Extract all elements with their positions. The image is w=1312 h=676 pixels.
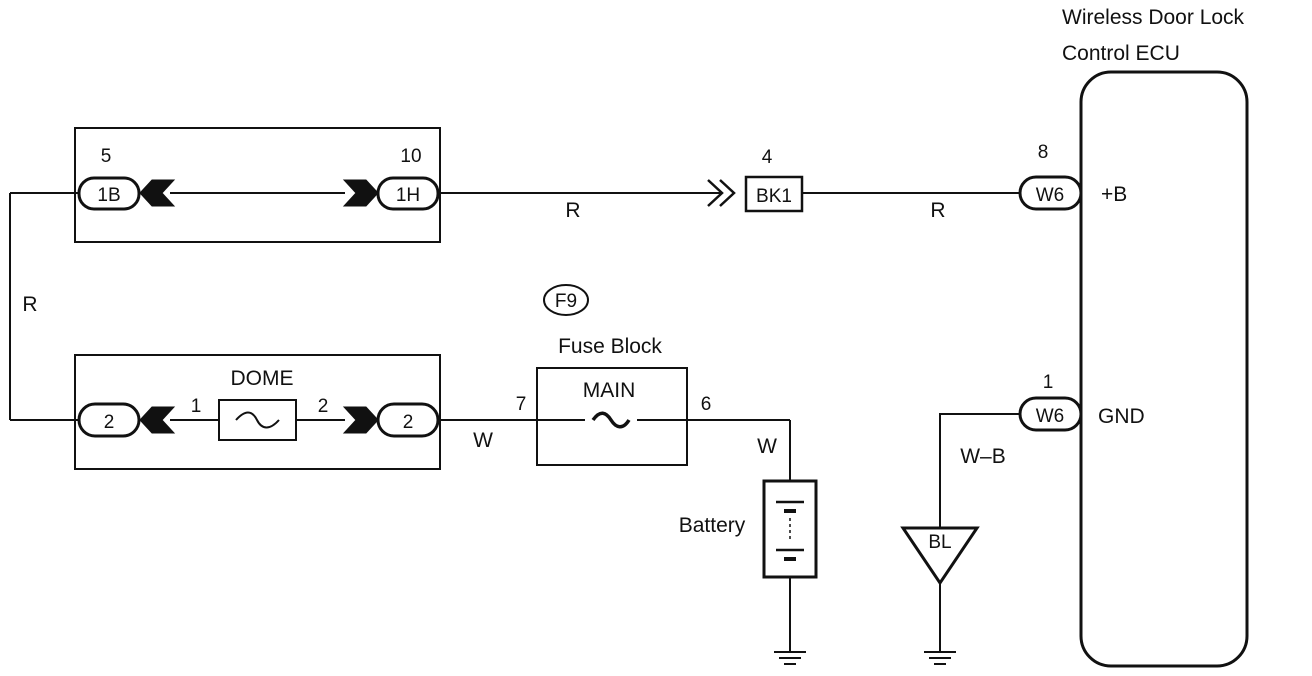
connector-lower-left-arrow bbox=[139, 406, 176, 434]
wire-color-wb: W–B bbox=[960, 445, 1006, 468]
fuse-block-pin-out: 6 bbox=[701, 394, 712, 415]
ground-symbol-bl bbox=[924, 651, 956, 665]
connector-bk1-chevron-1 bbox=[707, 179, 724, 207]
dome-fuse-element bbox=[235, 411, 280, 429]
connector-w6-gnd-pin: 1 bbox=[1043, 372, 1054, 393]
fuse-block-connector-f9 bbox=[543, 284, 589, 316]
fuse-block-pin-in: 7 bbox=[516, 394, 527, 415]
dome-fuse-label: DOME bbox=[231, 367, 294, 390]
connector-1h-label: 1H bbox=[396, 185, 420, 206]
ecu-terminal-gnd: GND bbox=[1098, 405, 1145, 428]
connector-bk1-chevron-2 bbox=[719, 179, 736, 207]
ecu-title-line2: Control ECU bbox=[1062, 42, 1180, 65]
ecu-title-line1: Wireless Door Lock bbox=[1062, 6, 1245, 29]
wire-color-r-top-left: R bbox=[565, 199, 580, 222]
connector-bk1 bbox=[744, 175, 804, 213]
connector-w6-b-pin: 8 bbox=[1038, 142, 1049, 163]
main-fuse-terminal-right bbox=[629, 416, 637, 424]
connector-lower-left bbox=[77, 402, 141, 438]
battery-label: Battery bbox=[679, 514, 746, 537]
connector-1h-pin: 10 bbox=[400, 146, 421, 167]
connector-lower-left-label: 2 bbox=[104, 412, 115, 433]
dome-fuse-pin-left: 1 bbox=[191, 396, 202, 417]
wire-wb-ground bbox=[939, 413, 1020, 530]
connector-bk1-label: BK1 bbox=[756, 186, 792, 207]
connector-1b-label: 1B bbox=[97, 185, 120, 206]
connector-1h-arrow bbox=[342, 179, 379, 207]
fuse-block-title: Fuse Block bbox=[558, 335, 662, 358]
main-fuse-element bbox=[591, 411, 631, 429]
connector-1b-pin: 5 bbox=[101, 146, 112, 167]
wire-color-r-vertical: R bbox=[22, 293, 37, 316]
dome-fuse-terminal-right bbox=[279, 416, 287, 424]
connector-bk1-pin: 4 bbox=[762, 147, 773, 168]
wire-color-w-battery: W bbox=[757, 435, 777, 458]
connector-lower-right-arrow bbox=[342, 406, 379, 434]
connector-w6-gnd-label: W6 bbox=[1036, 406, 1065, 427]
connector-1h bbox=[376, 176, 440, 211]
junction-block-lower bbox=[74, 354, 441, 470]
battery-box bbox=[762, 479, 818, 579]
connector-w6-b-label: W6 bbox=[1036, 185, 1065, 206]
dome-fuse-terminal-left bbox=[228, 416, 236, 424]
connector-1b-arrow bbox=[139, 179, 176, 207]
ground-point-bl-label: BL bbox=[928, 532, 951, 553]
main-fuse-terminal-left bbox=[585, 416, 593, 424]
fuse-block-main-label: MAIN bbox=[583, 379, 636, 402]
fuse-block-box bbox=[536, 367, 688, 466]
dome-fuse-pin-right: 2 bbox=[318, 396, 329, 417]
junction-block-upper bbox=[74, 127, 441, 243]
wire-color-w-lower: W bbox=[473, 429, 493, 452]
ecu-terminal-b: +B bbox=[1101, 183, 1127, 206]
wire-color-r-top-right: R bbox=[930, 199, 945, 222]
connector-lower-right-label: 2 bbox=[403, 412, 414, 433]
connector-1b bbox=[77, 176, 141, 211]
ecu-box bbox=[1079, 70, 1249, 668]
ground-point-bl-triangle bbox=[900, 526, 980, 586]
ground-symbol-battery bbox=[774, 651, 806, 665]
connector-w6-b bbox=[1018, 175, 1083, 211]
fuse-block-connector-f9-label: F9 bbox=[555, 291, 577, 312]
